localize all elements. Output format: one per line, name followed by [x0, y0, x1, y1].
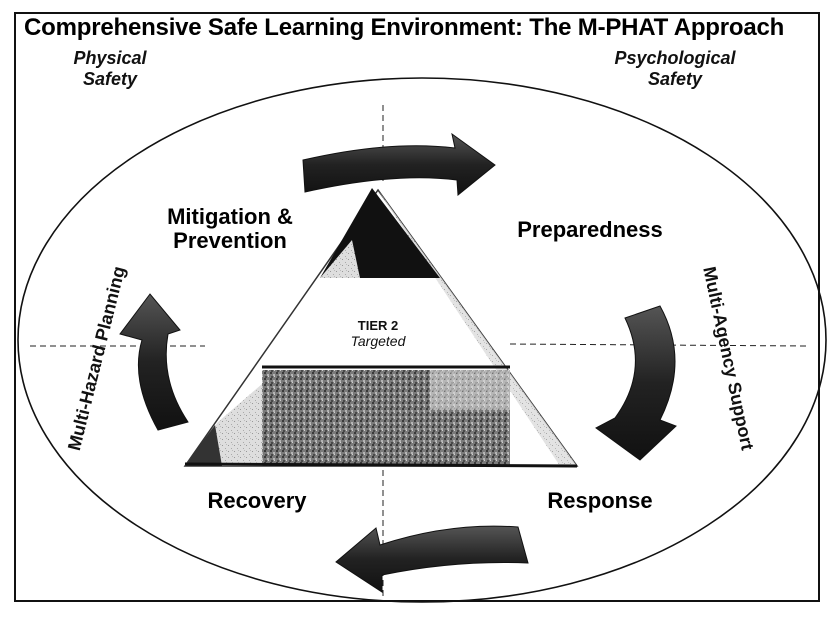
tier1-left-dark	[185, 425, 222, 466]
arrow-bottom	[335, 525, 529, 593]
tier1-block-light	[430, 370, 510, 410]
response-label: Response	[547, 488, 653, 513]
tier2-label: TIER 2 Targeted	[318, 318, 438, 349]
arrow-top	[302, 132, 496, 196]
pyramid-base-line	[184, 462, 578, 468]
pyramid-right-shade	[378, 190, 577, 466]
mitigation-prevention-label: Mitigation &Prevention	[167, 204, 293, 253]
recovery-label: Recovery	[207, 488, 307, 513]
cycle-ellipse	[17, 77, 827, 603]
tier2-subtitle: Targeted	[350, 333, 406, 349]
arrow-right	[595, 305, 677, 461]
arrow-left	[119, 293, 189, 431]
preparedness-label: Preparedness	[517, 217, 663, 242]
tier3-top-shade	[320, 240, 360, 278]
diagram-title: Comprehensive Safe Learning Environment:…	[24, 14, 785, 41]
tier2-title: TIER 2	[357, 318, 399, 333]
